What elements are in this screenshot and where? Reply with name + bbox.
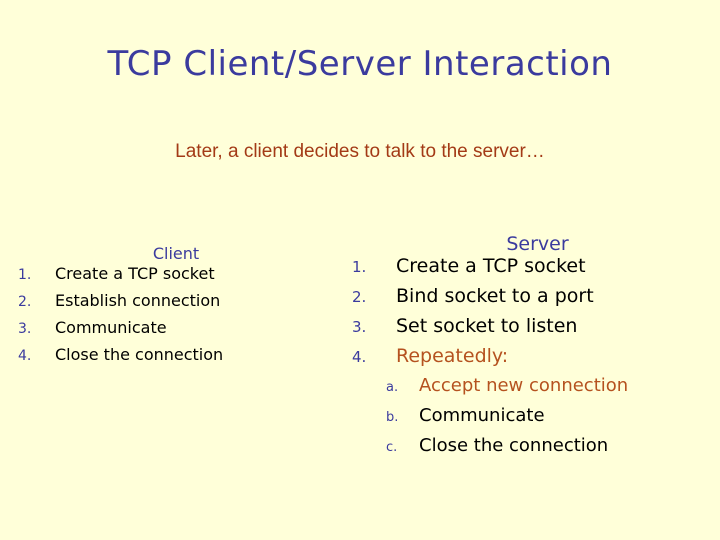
step-number: 3. <box>18 321 32 337</box>
list-item: 2. Bind socket to a port <box>335 285 720 315</box>
slide-subtitle: Later, a client decides to talk to the s… <box>175 141 545 162</box>
page-title: TCP Client/Server Interaction <box>107 44 613 84</box>
step-label: Close the connection <box>55 345 224 364</box>
substep-label: Close the connection <box>419 435 609 456</box>
step-label: Create a TCP socket <box>396 255 586 277</box>
client-column: Client 1. Create a TCP socket 2. Establi… <box>0 244 330 372</box>
substep-label: Communicate <box>419 405 545 426</box>
substep-marker: c. <box>386 440 398 455</box>
step-label: Create a TCP socket <box>55 264 215 283</box>
list-item: b. Communicate <box>335 405 720 435</box>
substep-marker: a. <box>386 380 399 395</box>
client-step-list: 1. Create a TCP socket 2. Establish conn… <box>0 264 330 372</box>
step-number: 3. <box>352 318 367 336</box>
server-substep-list: a. Accept new connection b. Communicate … <box>335 375 720 465</box>
list-item: a. Accept new connection <box>335 375 720 405</box>
substep-label: Accept new connection <box>419 375 629 396</box>
substep-marker: b. <box>386 410 399 425</box>
step-label: Repeatedly: <box>396 345 509 367</box>
list-item: 2. Establish connection <box>0 291 330 318</box>
list-item: 4. Close the connection <box>0 345 330 372</box>
server-column-heading: Server <box>506 233 569 255</box>
step-number: 1. <box>352 258 367 276</box>
step-number: 4. <box>18 348 32 364</box>
server-step-list: 1. Create a TCP socket 2. Bind socket to… <box>335 255 720 375</box>
step-number: 2. <box>352 288 367 306</box>
step-number: 4. <box>352 348 367 366</box>
list-item: 4. Repeatedly: <box>335 345 720 375</box>
step-label: Establish connection <box>55 291 221 310</box>
step-number: 2. <box>18 294 32 310</box>
list-item: 1. Create a TCP socket <box>0 264 330 291</box>
list-item: 3. Set socket to listen <box>335 315 720 345</box>
step-number: 1. <box>18 267 32 283</box>
list-item: 1. Create a TCP socket <box>335 255 720 285</box>
step-label: Communicate <box>55 318 167 337</box>
step-label: Bind socket to a port <box>396 285 594 307</box>
client-column-heading: Client <box>152 244 200 263</box>
list-item: c. Close the connection <box>335 435 720 465</box>
server-column: Server 1. Create a TCP socket 2. Bind so… <box>335 233 720 465</box>
list-item: 3. Communicate <box>0 318 330 345</box>
step-label: Set socket to listen <box>396 315 578 337</box>
